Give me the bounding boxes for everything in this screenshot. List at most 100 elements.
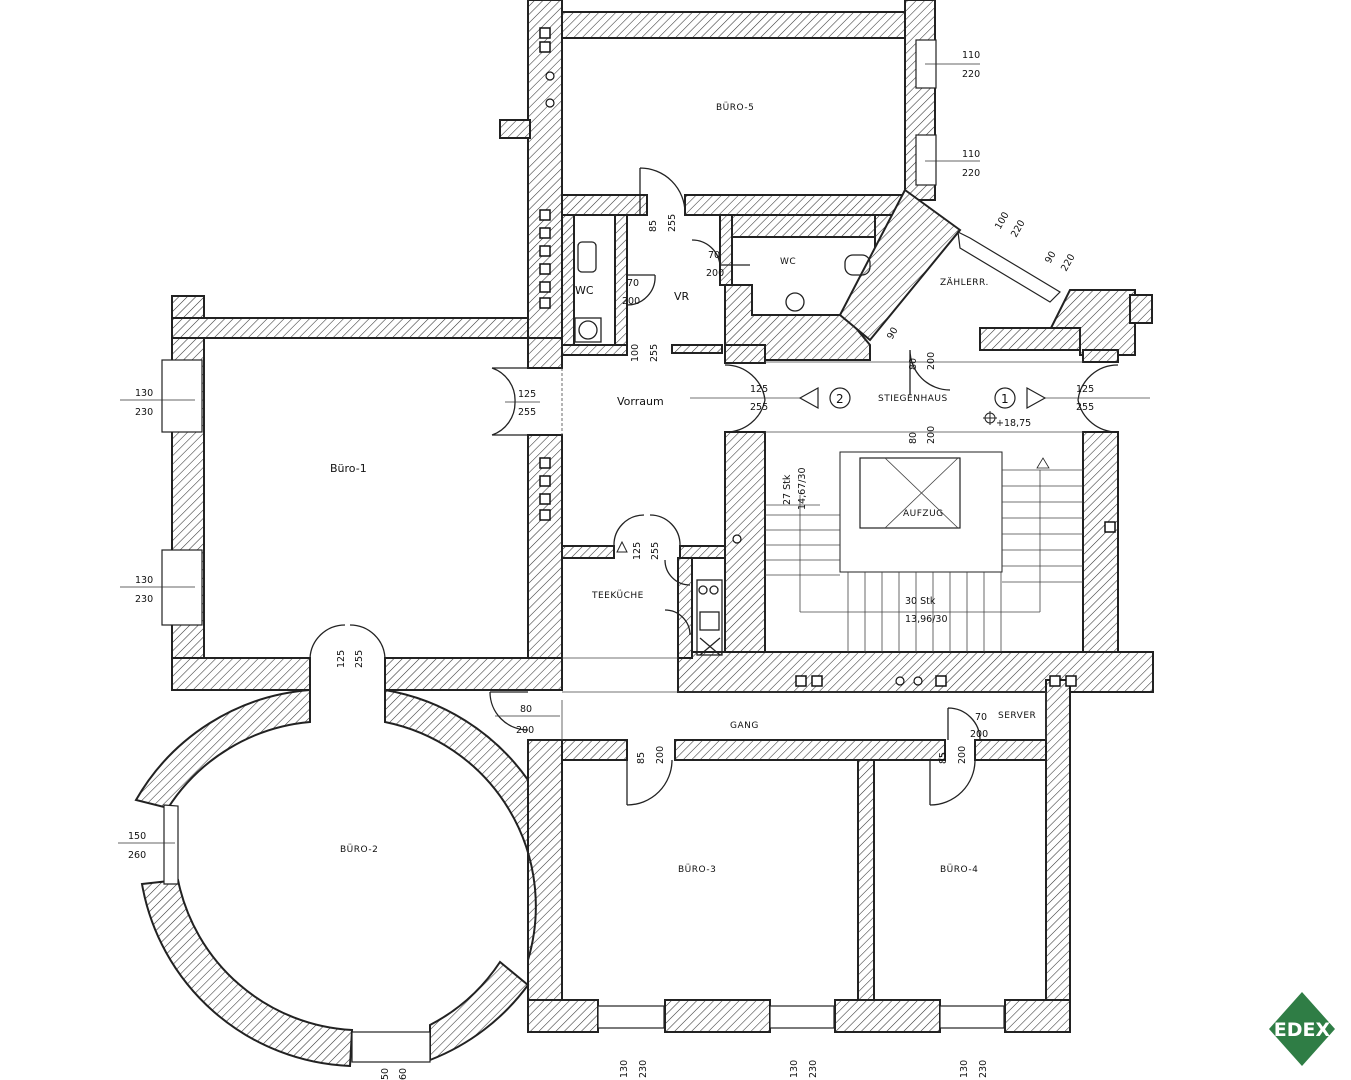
stair-labels: 27 Stk 14,67/30 30 Stk 13,96/30 — [782, 468, 948, 626]
wall-buero1-left — [171, 295, 205, 691]
label-wc-right: WC — [780, 257, 796, 267]
wall-buero5-left — [527, 0, 563, 366]
window-bottom-2 — [769, 1005, 835, 1029]
dim-z-w2-bottom: 220 — [1059, 252, 1078, 273]
wall-stub — [499, 119, 531, 139]
dim-st-r-bottom: 255 — [1076, 402, 1094, 413]
dim-b1-door-bottom: 255 — [518, 407, 536, 418]
wall-buero2-arc-top-left — [134, 688, 311, 810]
logo-diamond-icon — [1269, 992, 1335, 1066]
dim-b1-w1-top: 130 — [135, 388, 153, 399]
door-gang-left — [489, 691, 529, 731]
dim-tk-top: 125 — [632, 542, 643, 560]
dim-b1-w2-bottom: 230 — [135, 594, 153, 605]
dim-b2-bot-bottom: 60 — [398, 1068, 409, 1080]
dim-b1-door-top: 125 — [518, 389, 536, 400]
label-buero4: BÜRO-4 — [940, 864, 978, 875]
dim-gang-top: 80 — [520, 704, 532, 715]
dim-tk-bottom: 255 — [650, 542, 661, 560]
kitchen-counter-icon — [696, 579, 723, 656]
dim-z-w2-top: 90 — [1043, 250, 1059, 266]
dim-bot3-top: 130 — [959, 1060, 970, 1078]
dim-srv-top: 70 — [975, 712, 987, 723]
dim-bot1-top: 130 — [619, 1060, 630, 1078]
label-gang: GANG — [730, 721, 759, 731]
wall-wc-partition — [614, 214, 628, 346]
dim-b1-w2-top: 130 — [135, 575, 153, 586]
wall-stair-right-top — [1082, 349, 1119, 363]
wall-outer-stub — [1129, 294, 1153, 324]
duct-column-top — [539, 27, 1116, 687]
wall-bottom-2 — [664, 999, 771, 1033]
door-server — [947, 707, 981, 741]
wall-bottom-1 — [527, 999, 599, 1033]
dim-st-r-top: 125 — [1076, 384, 1094, 395]
dim-st-top-bottom: 200 — [926, 352, 937, 370]
wall-tk-right — [677, 557, 693, 659]
stairs-right — [1002, 469, 1083, 583]
duct-markers — [539, 27, 1116, 687]
dim-b5-w2-top: 110 — [962, 149, 980, 160]
label-buero2: BÜRO-2 — [340, 844, 378, 855]
dim-b5-w1-top: 110 — [962, 50, 980, 61]
toilet-right-icon — [844, 254, 871, 276]
wall-stair-top-left — [724, 344, 766, 364]
dim-b4-door-top: 85 — [938, 752, 949, 764]
wall-buero5-bottom-right — [684, 194, 911, 216]
dim-b2-win-top: 150 — [128, 831, 146, 842]
window-b2-left — [163, 804, 179, 885]
stairs-bottom — [847, 470, 1041, 652]
level-label: +18,75 — [996, 418, 1031, 429]
door-markers: 2 1 +18,75 — [798, 386, 1047, 429]
window-b5-2 — [915, 134, 937, 186]
wall-buero2-arc-bottom-right — [429, 960, 530, 1062]
stair-upper-dims: 14,67/30 — [797, 468, 808, 511]
wall-buero2-arc-bottom-left — [140, 878, 354, 1068]
stair-lower-dims: 13,96/30 — [905, 614, 948, 625]
wall-tk-top-left — [561, 545, 615, 559]
wall-buero1-right — [527, 434, 563, 691]
door-stair-right — [1077, 364, 1119, 433]
wall-zaehlerr-bottom — [979, 327, 1081, 351]
dim-b1-bot-bottom: 255 — [354, 650, 365, 668]
dim-b2-win-bottom: 260 — [128, 850, 146, 861]
wall-buero1-right-top — [527, 337, 563, 369]
dimensions: 110 220 110 220 100 220 90 220 90 130 23… — [118, 50, 1094, 1080]
window-b1-1 — [161, 359, 203, 433]
window-bottom-1 — [597, 1005, 665, 1029]
dim-vr-door-bottom: 255 — [667, 214, 678, 232]
stairs-left — [765, 495, 1040, 613]
dim-b1-bot-top: 125 — [336, 650, 347, 668]
door-wc-right — [691, 239, 750, 266]
stair-lower-steps: 30 Stk — [905, 596, 936, 607]
wall-buero3-4-divider — [857, 759, 875, 1033]
wall-bottom-4 — [1004, 999, 1071, 1033]
door-2-label: 2 — [836, 392, 844, 406]
dim-zr-side: 90 — [885, 326, 901, 342]
door-buero1-right — [491, 367, 528, 436]
label-zaehlerr: ZÄHLERR. — [940, 277, 989, 288]
logo-text: EDEX — [1274, 1019, 1331, 1041]
dim-vr-dn-top: 100 — [630, 344, 641, 362]
dim-b4-door-bottom: 200 — [957, 746, 968, 764]
windows — [161, 39, 1061, 1063]
dim-wc-r-top: 70 — [708, 250, 720, 261]
door-buero1-bottom — [309, 624, 386, 659]
door-buero4 — [929, 759, 976, 806]
wall-vr-bottom — [671, 344, 723, 354]
label-buero1: Büro-1 — [330, 462, 367, 475]
label-vorraum: Vorraum — [617, 395, 664, 408]
window-b1-2 — [161, 549, 203, 626]
corridor-lines — [561, 361, 1150, 740]
wall-buero1-top — [171, 317, 529, 339]
dim-st-mid-bottom: 200 — [926, 426, 937, 444]
door-stair-left — [724, 364, 766, 433]
dim-z-w1-top: 100 — [993, 210, 1012, 231]
label-wc-left: WC — [575, 284, 594, 297]
doors — [309, 167, 1119, 806]
label-vr: VR — [674, 290, 690, 303]
door-buero3 — [626, 759, 673, 806]
walls — [134, 0, 1154, 1068]
wall-buero1-bottom-left — [171, 657, 311, 691]
dim-st-top-top: 80 — [908, 358, 919, 370]
